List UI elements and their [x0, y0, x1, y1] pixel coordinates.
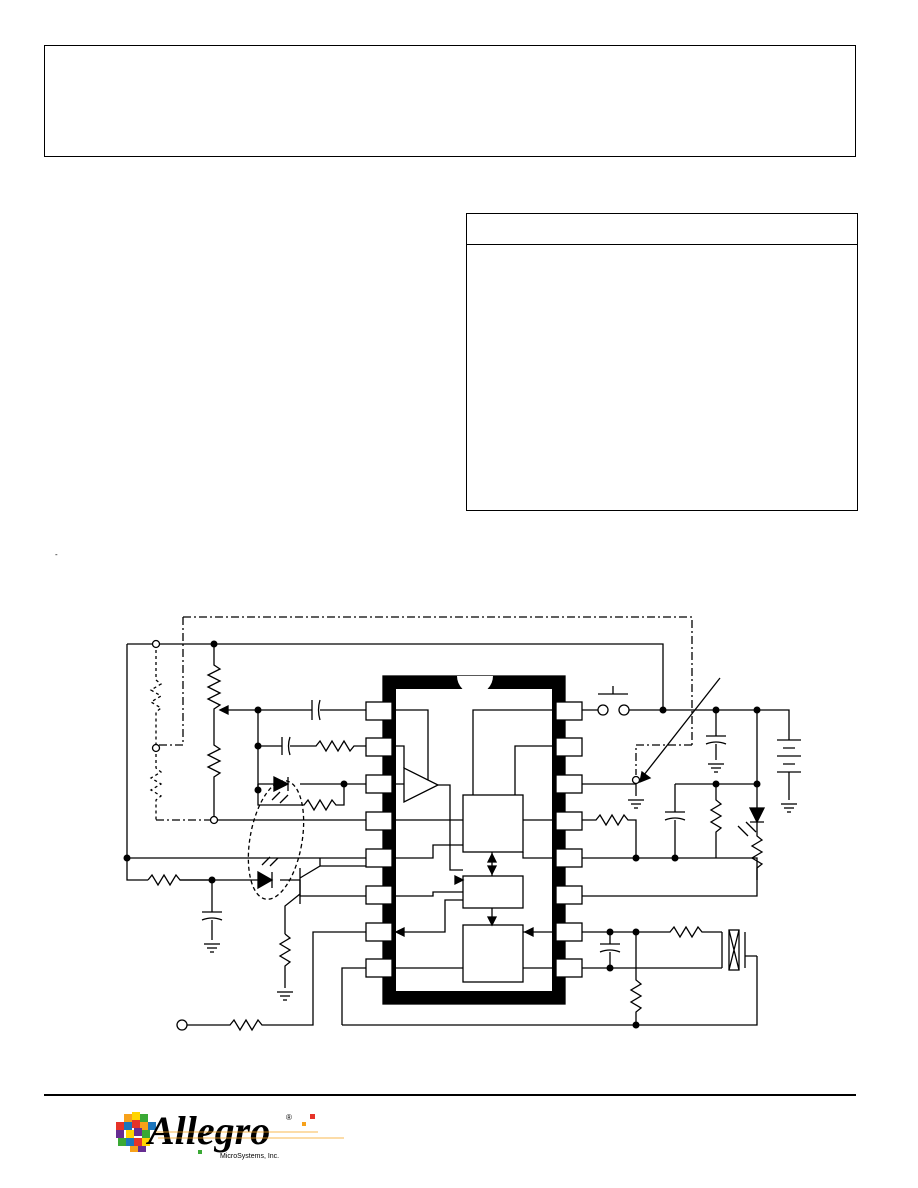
switch-icon[interactable] — [597, 704, 609, 716]
resistor-icon — [147, 873, 212, 887]
top-rail — [127, 643, 664, 708]
logo-accent-lines — [156, 1131, 344, 1139]
logo-company-name: MicroSystems, Inc. — [220, 1153, 279, 1160]
phototransistor-rays — [261, 856, 279, 867]
transistor-resistor — [278, 933, 292, 988]
optocoupler-outline — [247, 780, 305, 900]
shield-outline-right — [635, 744, 692, 775]
stray-mark: - — [55, 550, 58, 559]
test-arrow — [639, 677, 721, 781]
left-bottom-rail — [126, 858, 148, 881]
optional-resistor-bottom — [149, 748, 163, 820]
bypass-capacitor — [705, 710, 727, 760]
ic-block-detector — [462, 794, 524, 853]
indicator-led-icon — [748, 807, 766, 824]
photodiode-icon — [257, 870, 274, 890]
led-resistor — [709, 784, 723, 858]
feature-box — [466, 213, 858, 511]
input-terminal[interactable] — [176, 1019, 188, 1031]
logo-accent-squares — [198, 1114, 315, 1154]
allegro-logo: Allegro ® MicroSystems, Inc. — [116, 1108, 344, 1160]
title-box — [44, 45, 856, 157]
left-rail — [126, 644, 366, 859]
cap-wire-2 — [257, 710, 366, 790]
led-icon — [273, 775, 290, 793]
ic-notch — [457, 676, 493, 694]
junction-dots — [123, 640, 761, 1029]
ic-block-timer — [462, 875, 524, 909]
wiper-arrow — [218, 704, 229, 716]
feature-box-header — [467, 214, 857, 245]
potentiometer-icon — [206, 644, 222, 820]
crystal-icon — [721, 932, 757, 968]
bottom-resistor — [629, 932, 643, 1025]
battery-icon — [757, 709, 801, 800]
timing-capacitor — [201, 880, 223, 940]
capacitor-icon-2 — [281, 736, 291, 756]
logo-wordmark: Allegro — [145, 1108, 270, 1153]
led-rays — [271, 791, 289, 804]
osc-capacitor — [582, 931, 621, 969]
logo-mosaic-icon — [116, 1112, 160, 1156]
filter-capacitor — [664, 784, 686, 858]
ic-block-output — [462, 924, 524, 983]
footer-rule — [44, 1094, 856, 1096]
shield-outline — [156, 616, 693, 821]
photo-resistor — [257, 784, 345, 812]
optional-resistor-top — [149, 644, 163, 748]
right-resistor — [582, 813, 637, 858]
capacitor-icon — [311, 699, 321, 721]
input-resistor — [187, 931, 366, 1032]
logo-registered-mark: ® — [286, 1113, 292, 1122]
op-amp-icon — [403, 766, 440, 804]
